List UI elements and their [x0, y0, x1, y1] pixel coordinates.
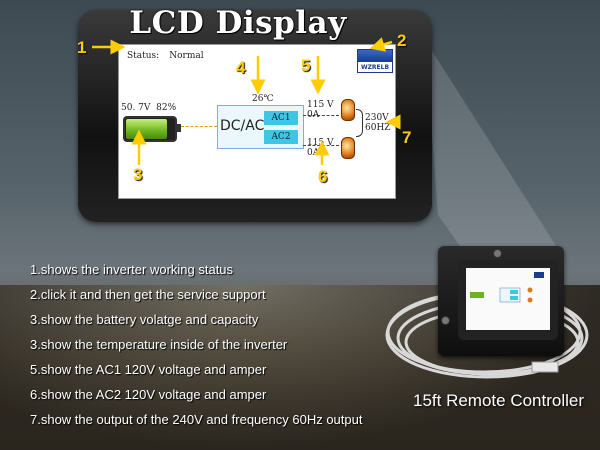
dcac-converter-box: DC/AC AC1 AC2: [217, 105, 304, 149]
description-6: 6.show the AC2 120V voltage and amper: [30, 387, 267, 402]
callout-number-4: 4: [236, 58, 246, 77]
description-2: 2.click it and then get the service supp…: [30, 287, 266, 302]
status-row: Status: Normal: [127, 51, 204, 61]
arrow-2: [369, 37, 393, 52]
output-readout: 230V 60HZ: [365, 113, 391, 133]
ac2-current: 0A: [307, 148, 320, 158]
callout-number-2: 2: [397, 31, 407, 50]
callout-number-6: 6: [318, 167, 328, 186]
battery-readout: 50. 7V 82%: [121, 103, 176, 113]
remote-controller: [438, 246, 564, 356]
converter-label: DC/AC: [220, 118, 265, 134]
status-value: Normal: [169, 51, 204, 61]
callout-number-1: 1: [77, 38, 87, 57]
ac1-current: 0A: [307, 110, 320, 120]
battery-capacity: 82%: [156, 103, 177, 113]
ac1-box: AC1: [264, 111, 298, 125]
status-label: Status:: [127, 51, 160, 61]
callout-number-7: 7: [402, 128, 412, 147]
ac1-readout: 115 V 0A: [307, 100, 334, 120]
description-5: 5.show the AC1 120V voltage and amper: [30, 362, 267, 377]
description-1: 1.shows the inverter working status: [30, 262, 234, 277]
battery-voltage: 50. 7V: [121, 103, 151, 113]
description-7: 7.show the output of the 240V and freque…: [30, 412, 363, 427]
ac2-bulb-icon: [341, 137, 355, 159]
callout-number-3: 3: [133, 165, 143, 184]
remote-caption: 15ft Remote Controller: [413, 391, 585, 410]
output-frequency: 60HZ: [365, 123, 391, 133]
battery-link-line: [181, 126, 217, 127]
page-title: LCD Display: [129, 5, 347, 41]
lcd-screen: Status: Normal WZRELB 50. 7V 82% DC/AC AC…: [118, 44, 396, 199]
description-3: 3.show the battery volatge and capacity: [30, 312, 259, 327]
logo-text: WZRELB: [360, 64, 390, 71]
description-4: 3.show the temperature inside of the inv…: [30, 337, 288, 352]
ac1-voltage: 115 V: [307, 100, 334, 110]
ac1-bulb-icon: [341, 99, 355, 121]
remote-screen: [466, 268, 550, 330]
ac2-box: AC2: [264, 130, 298, 144]
temperature-readout: 26℃: [252, 94, 274, 104]
output-voltage: 230V: [365, 113, 389, 123]
callout-number-5: 5: [301, 56, 311, 75]
ac1-line: [303, 115, 339, 116]
